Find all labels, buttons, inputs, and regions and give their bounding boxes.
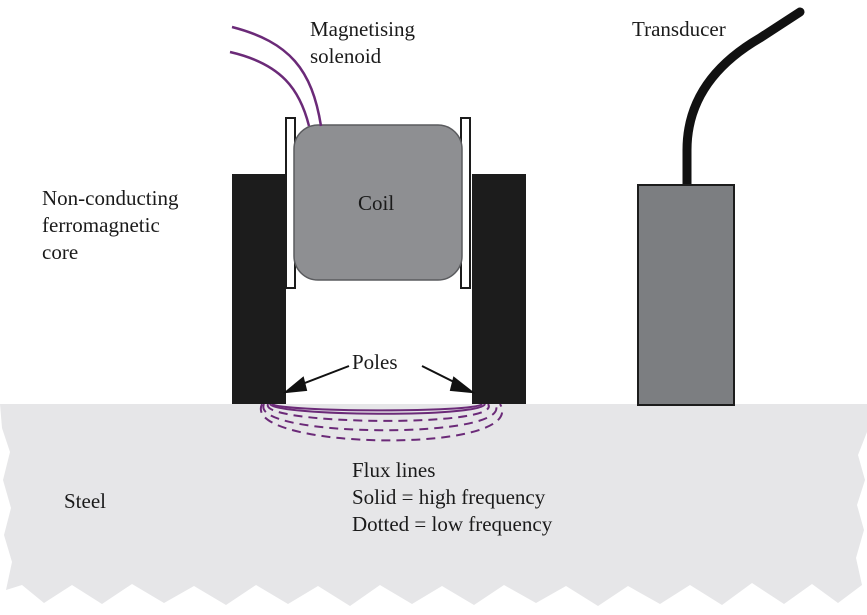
label-coil: Coil: [358, 191, 394, 215]
transducer-cable: [682, 7, 805, 190]
label-core-line-3: core: [42, 240, 78, 264]
flux-lines-dotted: [259, 403, 504, 442]
label-solid-high: Solid = high frequency: [352, 485, 546, 509]
label-core-line-1: Non-conducting: [42, 186, 179, 210]
pole-arrow-right-head: [449, 376, 476, 394]
core-right-leg: [472, 174, 526, 404]
label-dotted-low: Dotted = low frequency: [352, 512, 553, 536]
label-poles: Poles: [352, 350, 398, 374]
label-flux-lines: Flux lines: [352, 458, 435, 482]
flux-line-solid-2: [271, 403, 483, 412]
pole-arrows: [282, 365, 476, 394]
solenoid-wire-2: [229, 50, 311, 127]
solenoid-wires: [229, 25, 323, 127]
flux-lines-solid: [269, 403, 486, 415]
flux-line-dotted-middle: [262, 403, 498, 432]
solenoid-wire-1: [231, 25, 323, 127]
coil-body: [293, 124, 463, 281]
flux-line-dotted-outer: [259, 403, 504, 442]
pole-arrow-left-line: [296, 365, 350, 387]
label-magnetising: Magnetising: [310, 17, 415, 41]
label-transducer: Transducer: [632, 17, 726, 41]
pole-arrow-left-head: [282, 376, 308, 394]
steel-block: [0, 404, 867, 606]
core-left-leg: [232, 174, 286, 404]
transducer-body: [637, 184, 735, 406]
label-solenoid: solenoid: [310, 44, 382, 68]
flux-line-solid-1: [269, 403, 486, 415]
label-steel: Steel: [64, 489, 106, 513]
label-core-line-2: ferromagnetic: [42, 213, 160, 237]
